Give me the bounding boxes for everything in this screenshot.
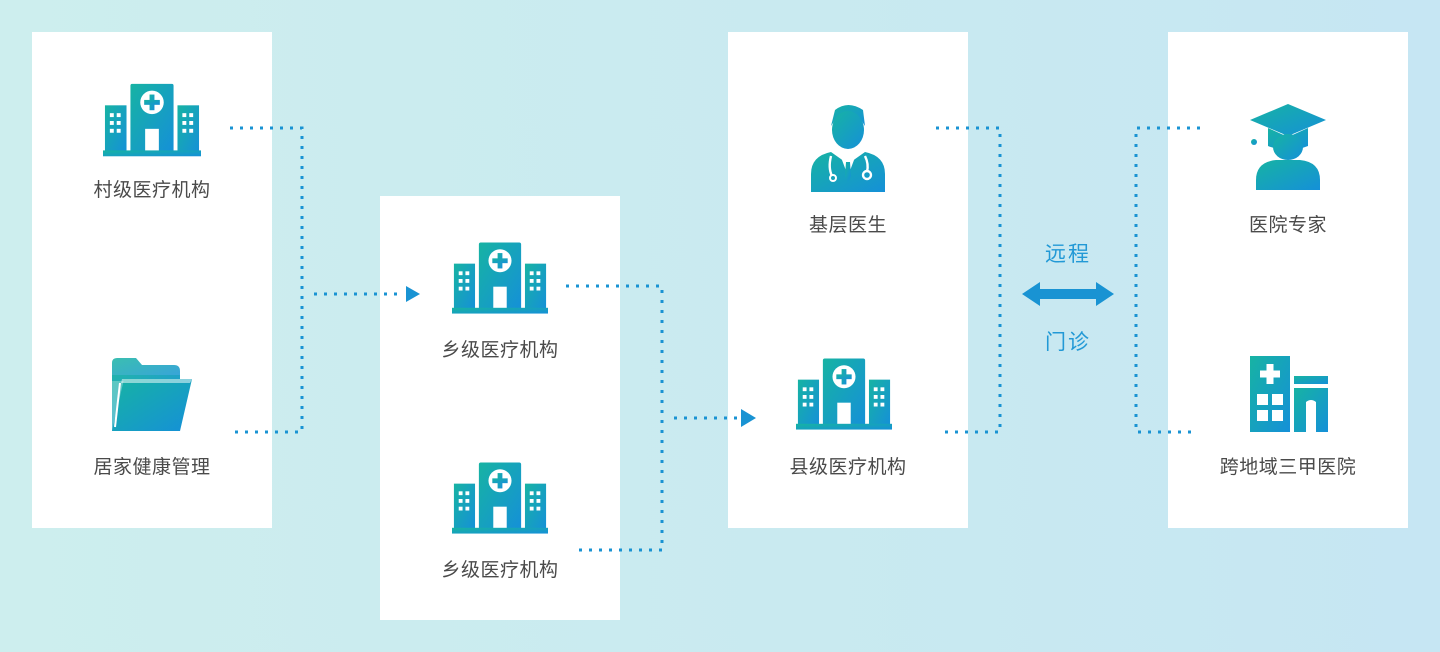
hospital-icon [452, 462, 548, 536]
hospital-icon [452, 242, 548, 316]
doctor-label: 基层医生 [808, 214, 887, 236]
tertiary-hospital-label: 跨地域三甲医院 [1219, 456, 1357, 478]
remote-label-line2: 门诊 [1045, 330, 1091, 354]
tertiary-hospital-icon [1250, 356, 1328, 432]
county-hospital-label: 县级医疗机构 [789, 456, 907, 478]
township-label-1: 乡级医疗机构 [441, 339, 559, 361]
arrow-to-township [406, 286, 420, 302]
doctor-icon [811, 105, 885, 192]
village-label: 村级医疗机构 [93, 179, 211, 201]
township-label-2: 乡级医疗机构 [441, 559, 559, 581]
hospital-icon [103, 83, 201, 159]
graduate-expert-icon [1250, 104, 1326, 190]
hospital-icon [796, 358, 892, 432]
arrow-to-county [741, 409, 756, 427]
expert-label: 医院专家 [1248, 214, 1327, 236]
home-label: 居家健康管理 [93, 456, 211, 478]
remote-label-line1: 远程 [1045, 242, 1091, 266]
double-arrow-icon [1022, 282, 1114, 306]
folder-icon [112, 358, 192, 431]
